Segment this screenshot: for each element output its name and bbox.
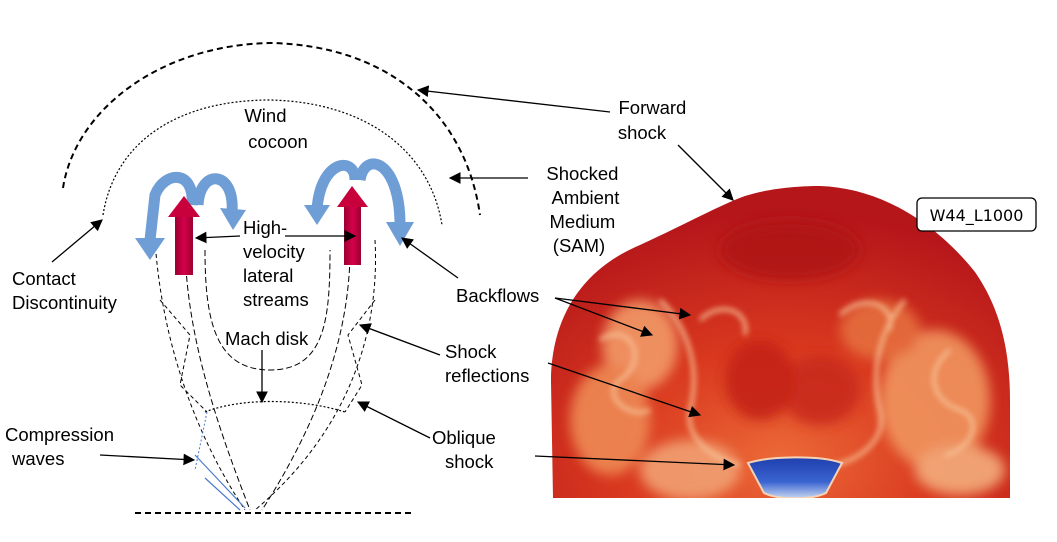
- label-oblique-shock: Oblique shock: [432, 427, 501, 472]
- curved-backflow-arrow-icon: [135, 172, 246, 260]
- label-mach-disk: Mach disk: [225, 328, 309, 349]
- simulation-tag: W44_L1000: [916, 197, 1037, 232]
- label-backflows: Backflows: [456, 285, 539, 306]
- svg-text:W44_L1000: W44_L1000: [930, 206, 1024, 226]
- curved-backflow-arrow-icon: [304, 158, 414, 246]
- inner-u: [204, 249, 331, 371]
- contact-discontinuity-line: [102, 99, 443, 226]
- jet-boundary: [184, 239, 251, 511]
- simulation-snapshot: [551, 186, 1010, 498]
- label-contact-discontinuity: Contact Discontinuity: [12, 268, 118, 313]
- jet-boundary-right: [261, 239, 351, 511]
- labels: Forward shock Wind cocoon Shocked Ambien…: [5, 97, 692, 472]
- upward-arrow-icon: [168, 196, 200, 275]
- cocoon-outer-left: [154, 239, 246, 511]
- label-shock-reflections: Shock reflections: [445, 341, 529, 386]
- forward-shock-line: [62, 41, 481, 216]
- cocoon-outer-right: [254, 239, 377, 511]
- schematic: [62, 41, 481, 514]
- mach-disk-line: [204, 400, 346, 413]
- pointer-arrows: [51, 85, 736, 471]
- upward-arrow-icon: [337, 186, 368, 265]
- jet-core: [746, 456, 844, 498]
- label-lateral-streams: High- velocity lateral streams: [243, 217, 310, 310]
- label-compression-waves: Compression waves: [5, 424, 119, 469]
- label-wind-cocoon: Wind cocoon: [244, 105, 307, 152]
- label-shocked-ambient-medium: Shocked Ambient Medium (SAM): [546, 163, 624, 256]
- label-forward-shock: Forward shock: [618, 97, 692, 143]
